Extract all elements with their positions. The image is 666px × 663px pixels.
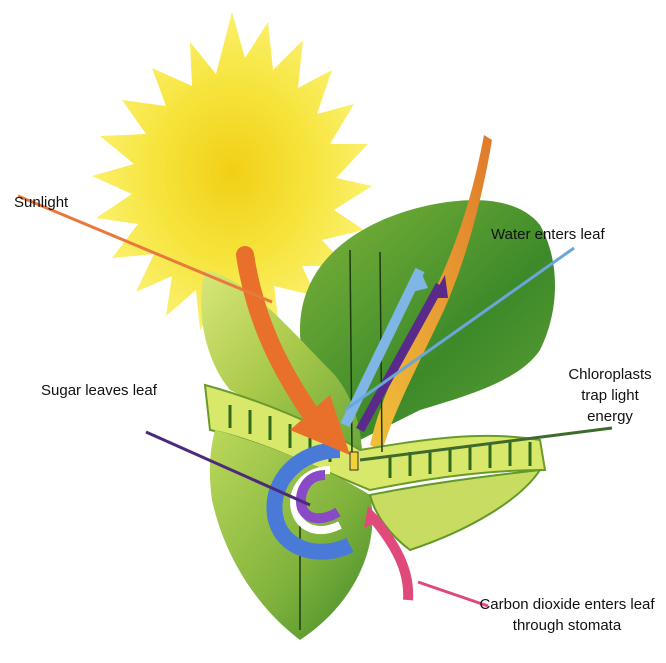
label-water-enters-leaf: Water enters leaf: [491, 224, 605, 245]
chloroplast-marker: [350, 452, 358, 470]
label-sunlight: Sunlight: [14, 192, 68, 213]
label-sugar-leaves-leaf: Sugar leaves leaf: [41, 380, 157, 401]
label-carbon-dioxide: Carbon dioxide enters leaf through stoma…: [474, 594, 660, 636]
label-chloroplasts: Chloroplasts trap light energy: [560, 364, 660, 427]
